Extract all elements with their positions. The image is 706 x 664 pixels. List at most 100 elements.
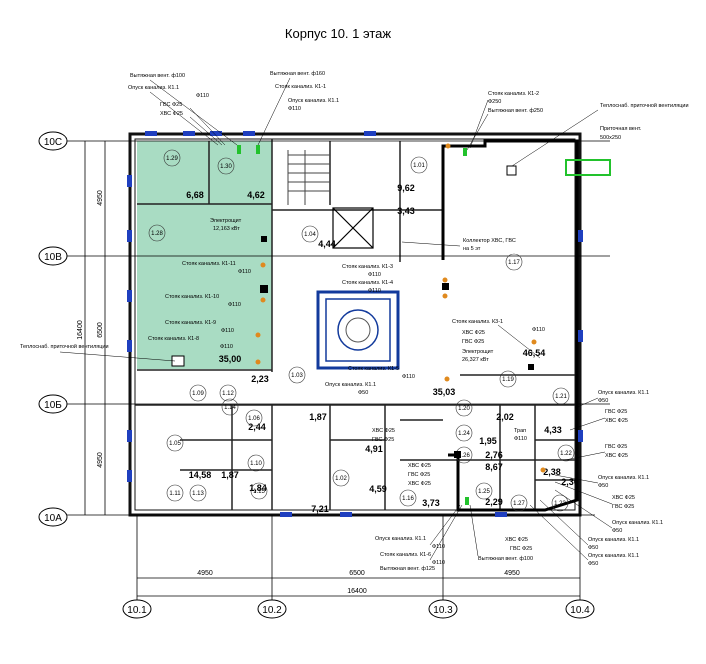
note-d250: Ф250 <box>488 99 501 105</box>
note-gvs-r1: ГВС Ф25 <box>605 409 627 415</box>
note-d50-r4: Ф50 <box>588 545 598 551</box>
room-code-circle <box>551 494 569 512</box>
note-vent-125: Вытяжная вент. ф125 <box>380 566 435 572</box>
area-label: 3,73 <box>422 498 440 508</box>
area-label: 7,21 <box>311 504 329 514</box>
stairwell <box>287 150 330 205</box>
note-hvs-d: ХВС Ф25 <box>408 463 431 469</box>
room-code: 1.24 <box>458 431 470 437</box>
note-d110-g: Ф110 <box>221 328 234 334</box>
note-kollektor2: на 5 эт <box>463 246 481 252</box>
axis-row-2: 10В <box>44 252 62 263</box>
note-opusk-r5: Опуск канализ. К1.1 <box>588 553 639 559</box>
room-code-circle <box>552 387 570 405</box>
note-stoyak-4: Стояк канализ. К1-4 <box>342 280 393 286</box>
note-trap: Трап <box>514 428 526 434</box>
room-code-circle <box>166 484 184 502</box>
room-code: 1.10 <box>250 461 262 467</box>
note-electro: Электрощит <box>210 218 242 224</box>
room-code-circle <box>288 366 306 384</box>
room-code: 1.28 <box>151 231 163 237</box>
note-kollektor: Коллектор ХВС, ГВС <box>463 238 516 244</box>
note-d110-e: Ф110 <box>238 269 251 275</box>
note-stoyak-2: Стояк канализ. К1-2 <box>488 91 539 97</box>
room-code: 1.30 <box>220 164 232 170</box>
room-code: 1.19 <box>502 377 514 383</box>
note-gvs-d: ГВС Ф25 <box>408 472 430 478</box>
area-label: 2,02 <box>496 412 514 422</box>
area-label: 6,68 <box>186 190 204 200</box>
note-opusk-b: Опуск канализ. К1.1 <box>288 98 339 104</box>
area-label: 8,67 <box>485 462 503 472</box>
room-code: 1.22 <box>560 451 572 457</box>
room-code: 1.15 <box>253 489 265 495</box>
riser-box-right <box>506 165 517 176</box>
note-gvs-b: ГВС Ф25 <box>510 546 532 552</box>
room-code-circle <box>189 384 207 402</box>
axis-col-2: 10.2 <box>262 605 282 616</box>
note-d110-b2: Ф110 <box>432 560 445 566</box>
pipe-markers <box>255 143 546 473</box>
room-code: 1.17 <box>508 260 520 266</box>
dim-left-1: 4950 <box>97 190 104 206</box>
area-label: 4,33 <box>544 425 562 435</box>
note-stoyak-3: Стояк канализ. К1-3 <box>342 264 393 270</box>
note-opusk-c: Опуск канализ. К1.1 <box>325 382 376 388</box>
area-label: 2,44 <box>248 422 266 432</box>
note-vent-250: Вытяжная вент. ф250 <box>488 108 543 114</box>
dim-left-3: 4950 <box>97 452 104 468</box>
note-d110-b: Ф110 <box>288 106 301 112</box>
room-code: 1.23 <box>554 501 566 507</box>
room-code-circle <box>219 384 237 402</box>
left-dimensions <box>84 141 106 515</box>
note-electro2-val: 26,327 кВт <box>462 357 489 363</box>
area-label: 3,43 <box>397 206 415 216</box>
room-code: 1.21 <box>555 394 567 400</box>
right-unit-outline <box>441 139 579 512</box>
area-label: 1,87 <box>221 470 239 480</box>
axis-col-4: 10.4 <box>570 605 590 616</box>
central-ornament <box>316 290 400 370</box>
area-label: 2,29 <box>485 497 503 507</box>
highlighted-apartment <box>137 141 272 369</box>
axis-row-3: 10Б <box>44 400 62 411</box>
room-code-circle <box>189 484 207 502</box>
note-hvs-c: ХВС Ф25 <box>372 428 395 434</box>
dim-bottom-2: 6500 <box>349 570 365 577</box>
axis-row-4: 10А <box>44 513 62 524</box>
area-label: 35,00 <box>219 354 242 364</box>
room-code-circle <box>163 149 181 167</box>
note-gvs-r2: ГВС Ф25 <box>605 444 627 450</box>
room-code-circle <box>301 225 319 243</box>
note-pritoch-size: 500x250 <box>600 135 621 141</box>
note-hvs-d2: ХВС Ф25 <box>408 481 431 487</box>
room-code-circle <box>148 224 166 242</box>
room-code: 1.05 <box>169 441 181 447</box>
room-code-circle <box>217 157 235 175</box>
note-opusk-r2: Опуск канализ. К1.1 <box>598 475 649 481</box>
area-label: 2,38 <box>543 467 561 477</box>
room-code: 1.06 <box>248 416 260 422</box>
note-opusk-b1: Опуск канализ. К1.1 <box>375 536 426 542</box>
note-d50-r2: Ф50 <box>598 483 608 489</box>
bottom-dimensions <box>137 577 580 597</box>
room-code: 1.09 <box>192 391 204 397</box>
elevator-shaft <box>332 207 374 249</box>
note-stoyak-11: Стояк канализ. К1-11 <box>182 261 236 267</box>
leader-lines <box>59 77 613 561</box>
note-hvs-r1: ХВС Ф25 <box>605 418 628 424</box>
room-code-circle <box>410 156 428 174</box>
note-pritoch: Приточная вент. <box>600 126 642 132</box>
note-teplo-left: Теплоснаб. приточной вентиляции <box>20 343 109 350</box>
room-code: 1.02 <box>335 476 347 482</box>
note-teplo-vent: Теплоснаб. приточной вентиляции <box>600 102 689 109</box>
note-gvs-c: ГВС Ф25 <box>372 437 394 443</box>
area-label: 14,58 <box>189 470 212 480</box>
area-label: 2,23 <box>251 374 269 384</box>
room-code: 1.27 <box>513 501 525 507</box>
area-label: 4,62 <box>247 190 265 200</box>
windows <box>127 131 583 517</box>
room-code: 1.11 <box>169 491 181 497</box>
room-codes: 1.291.301.281.011.041.171.191.201.211.22… <box>148 149 575 512</box>
room-code-circle <box>332 469 350 487</box>
